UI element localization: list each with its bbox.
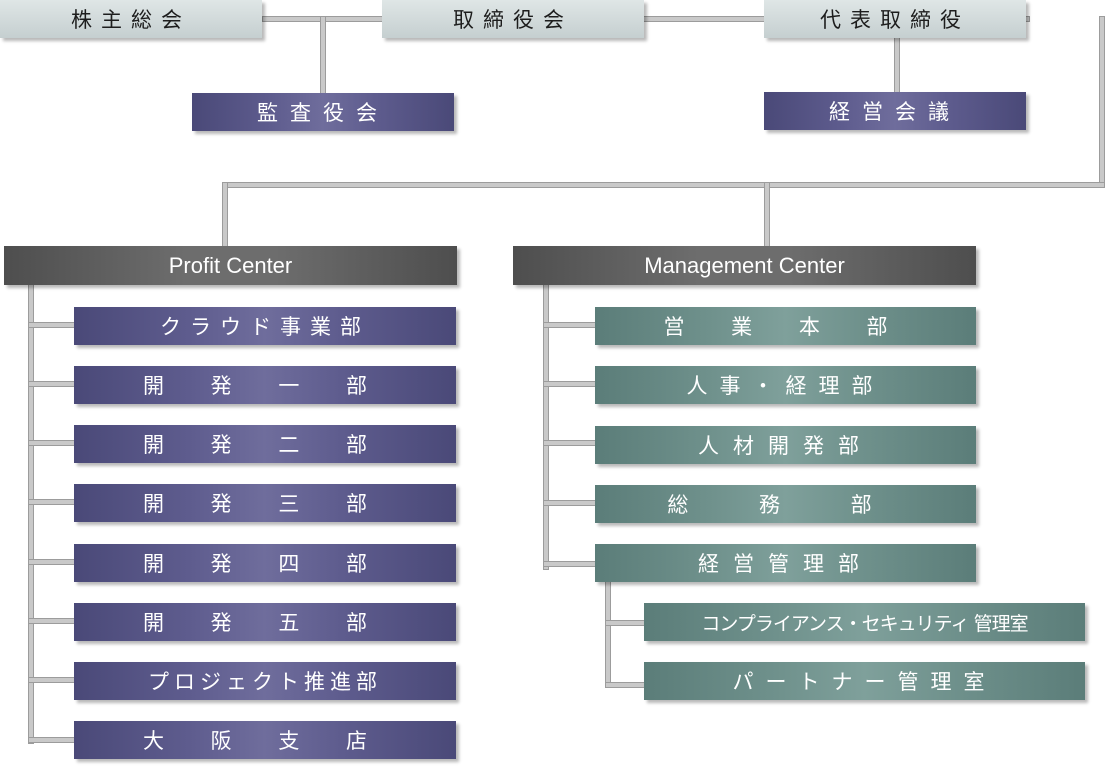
- connector-management-v: [764, 182, 770, 248]
- connector-profit-spine: [28, 282, 34, 744]
- board-of-directors-box: 取締役会: [382, 0, 644, 38]
- management-item-hr-accounting: 人事・経理部: [595, 366, 976, 404]
- connector-sub-spine: [605, 580, 611, 688]
- shareholders-meeting-box: 株主総会: [0, 0, 262, 38]
- connector-management-branch-3: [543, 500, 597, 506]
- connector-profit-branch-5: [28, 618, 76, 624]
- profit-item-dev-4: 開 発 四 部: [74, 544, 456, 582]
- connector-profit-branch-7: [28, 737, 76, 743]
- connector-right-v: [1099, 16, 1105, 188]
- representative-director-box: 代表取締役: [764, 0, 1026, 38]
- connector-audit-v: [320, 16, 326, 96]
- management-item-talent-development: 人材開発部: [595, 426, 976, 464]
- audit-board-box: 監査役会: [192, 93, 454, 131]
- management-item-business-management: 経営管理部: [595, 544, 976, 582]
- profit-item-dev-2: 開 発 二 部: [74, 425, 456, 463]
- connector-profit-v: [222, 182, 228, 248]
- connector-management-branch-1: [543, 381, 597, 387]
- connector-branch-h: [222, 182, 1105, 188]
- profit-item-dev-1: 開 発 一 部: [74, 366, 456, 404]
- management-item-general-affairs: 総 務 部: [595, 485, 976, 523]
- profit-item-cloud: クラウド事業部: [74, 307, 456, 345]
- connector-sub-branch-0: [605, 620, 647, 626]
- connector-profit-branch-2: [28, 440, 76, 446]
- connector-profit-branch-4: [28, 559, 76, 565]
- profit-center-header: Profit Center: [4, 246, 457, 285]
- profit-item-dev-5: 開 発 五 部: [74, 603, 456, 641]
- profit-item-project-promotion: プロジェクト推進部: [74, 662, 456, 700]
- management-center-header: Management Center: [513, 246, 976, 285]
- profit-item-osaka-branch: 大 阪 支 店: [74, 721, 456, 759]
- management-item-sales: 営 業 本 部: [595, 307, 976, 345]
- connector-meeting-v: [894, 36, 900, 94]
- connector-top-h: [262, 16, 1030, 22]
- management-meeting-box: 経営会議: [764, 92, 1026, 130]
- connector-management-branch-2: [543, 440, 597, 446]
- connector-management-branch-4: [543, 561, 597, 567]
- connector-profit-branch-3: [28, 499, 76, 505]
- sub-item-compliance-security: コンプライアンス・セキュリティ 管理室: [644, 603, 1085, 641]
- connector-profit-branch-1: [28, 381, 76, 387]
- connector-profit-branch-0: [28, 322, 76, 328]
- profit-item-dev-3: 開 発 三 部: [74, 484, 456, 522]
- connector-profit-branch-6: [28, 677, 76, 683]
- connector-management-branch-0: [543, 322, 597, 328]
- sub-item-partner-management: パートナー管理室: [644, 662, 1085, 700]
- connector-sub-branch-1: [605, 682, 647, 688]
